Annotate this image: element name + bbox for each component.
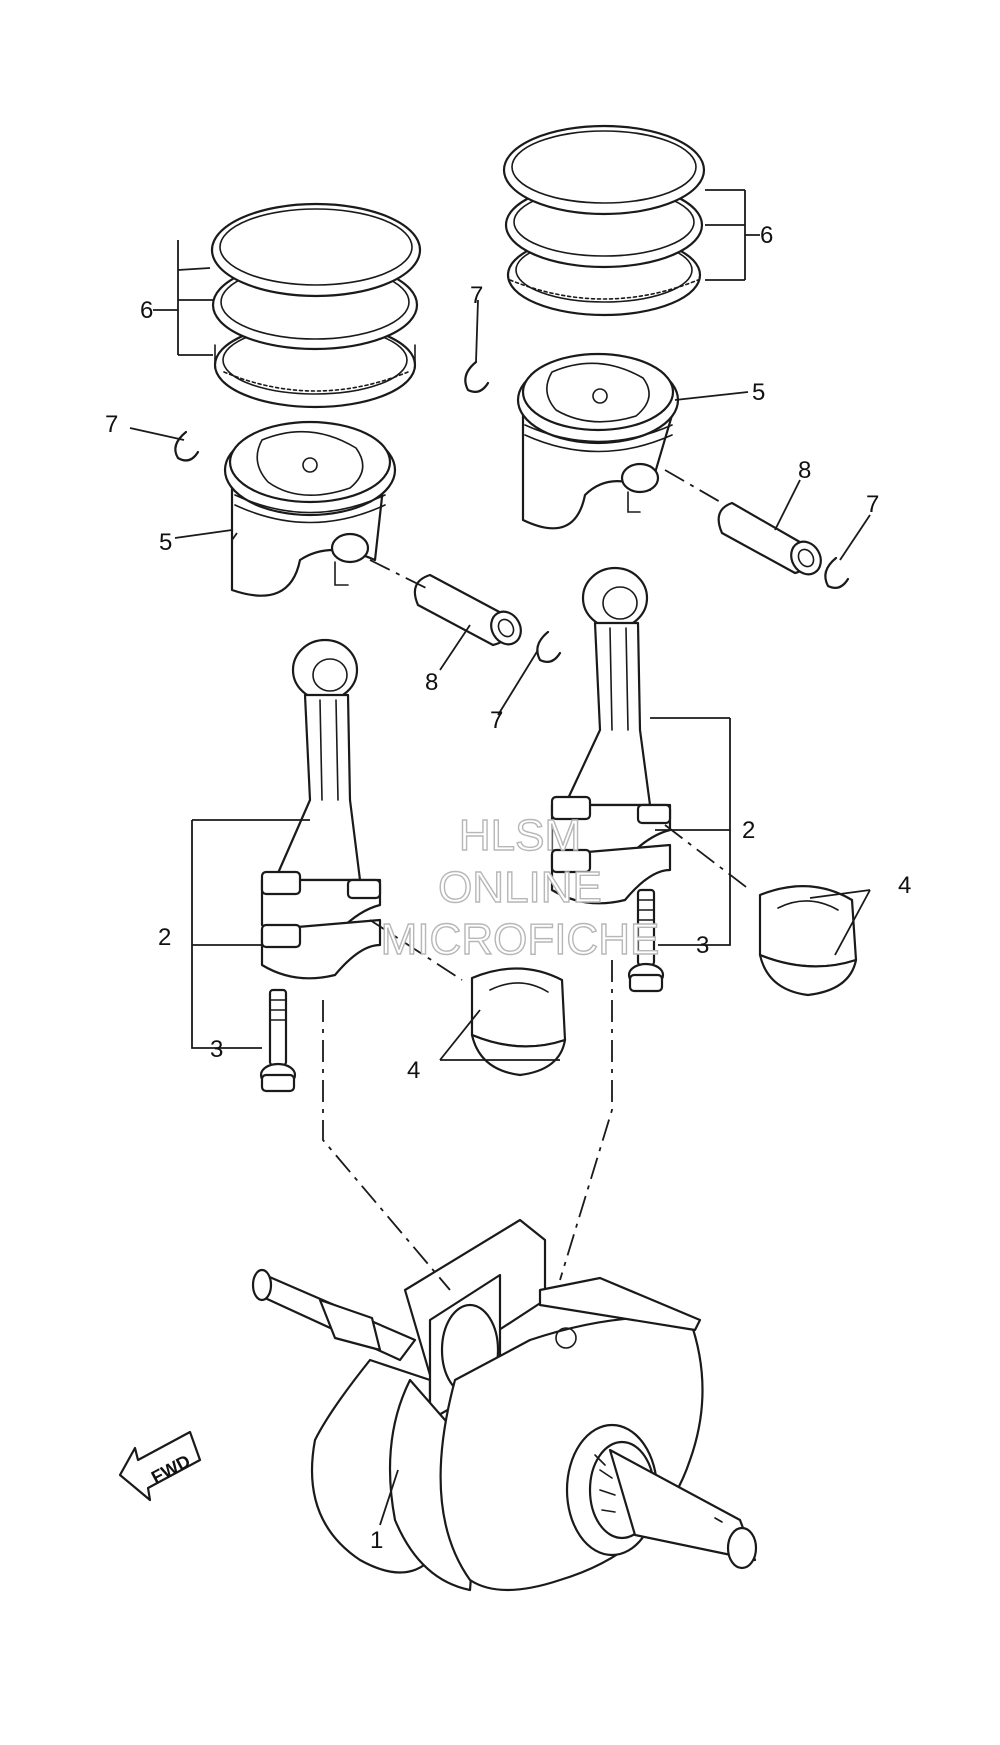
- callout-1: 1: [370, 1527, 383, 1554]
- callout-8-left: 8: [425, 669, 438, 696]
- piston-pin-left: [413, 573, 522, 647]
- leader-lines: [129, 189, 871, 1526]
- rod-bolt-left: [259, 988, 297, 1093]
- callout-4-right: 4: [898, 872, 911, 899]
- connecting-rod-left: [260, 638, 382, 980]
- callout-5-left: 5: [159, 529, 172, 556]
- rod-bolt-right: [627, 888, 665, 993]
- watermark: HLSM ONLINE MICROFICHE: [380, 810, 660, 964]
- piston-pin-right: [717, 501, 822, 576]
- bearing-left: [470, 967, 567, 1077]
- connecting-rod-right: [550, 566, 672, 905]
- callout-7-a: 7: [105, 411, 118, 438]
- watermark-line3: MICROFICHE: [381, 915, 660, 964]
- callout-labels: 1 2 2 3 3 4 4 5 5 6 6 7 7 7 7 8 8: [105, 222, 911, 1554]
- piston-rings-right: [502, 124, 706, 317]
- callout-6-left: 6: [140, 297, 153, 324]
- assembly-lines: [322, 469, 751, 1291]
- callout-7-c: 7: [490, 707, 503, 734]
- piston-rings-left: [210, 202, 422, 409]
- crankshaft: [251, 1218, 758, 1592]
- callout-2-right: 2: [742, 817, 755, 844]
- callout-5-right: 5: [752, 379, 765, 406]
- callout-6-right: 6: [760, 222, 773, 249]
- callout-7-b: 7: [470, 282, 483, 309]
- watermark-line1: HLSM: [459, 811, 581, 860]
- callout-2-left: 2: [158, 924, 171, 951]
- callout-4-left: 4: [407, 1057, 420, 1084]
- bearing-right: [758, 885, 858, 997]
- piston-right: [516, 352, 680, 530]
- watermark-line2: ONLINE: [438, 863, 602, 912]
- callout-3-right: 3: [696, 932, 709, 959]
- fwd-arrow: FWD: [118, 1430, 202, 1502]
- piston-left: [223, 420, 397, 597]
- callout-3-left: 3: [210, 1036, 223, 1063]
- callout-8-right: 8: [798, 457, 811, 484]
- callout-7-d: 7: [866, 491, 879, 518]
